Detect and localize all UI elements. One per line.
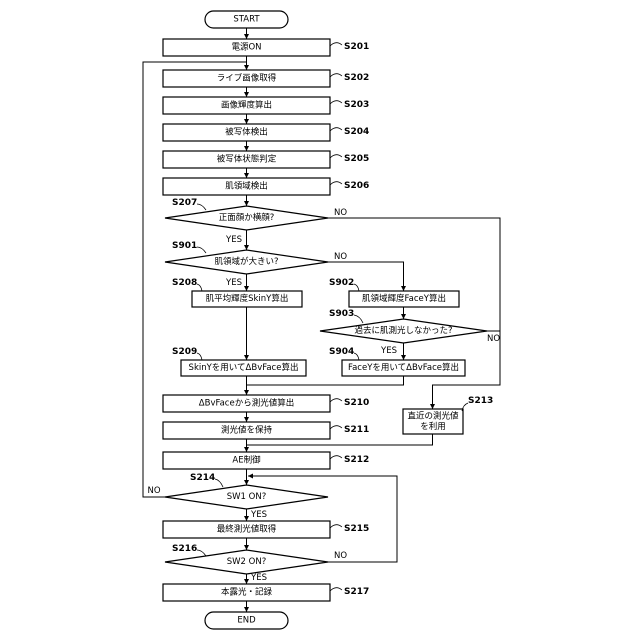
step-id: S213	[468, 396, 493, 406]
decision-label: 過去に肌測光しなかった?	[354, 325, 452, 336]
leader-line	[330, 182, 342, 185]
step-label: AE制御	[232, 455, 260, 466]
decision-id: S216	[172, 544, 197, 554]
decision-id: S207	[172, 198, 197, 208]
step-label: 被写体検出	[225, 127, 268, 138]
leader-line	[197, 550, 206, 556]
step-label: ΔBvFaceから測光値算出	[199, 398, 294, 409]
yes-label: YES	[250, 510, 267, 520]
leader-line	[197, 204, 206, 210]
step-s211: 測光値を保持 S211	[163, 422, 369, 439]
leader-line	[330, 588, 342, 591]
yes-label: YES	[225, 235, 242, 245]
no-label: NO	[334, 208, 347, 218]
leader-line	[354, 353, 359, 360]
leader-line	[330, 155, 342, 158]
step-id: S203	[344, 100, 369, 110]
leader-line	[354, 284, 359, 291]
leader-line	[197, 353, 202, 360]
leader-line	[330, 456, 342, 459]
leader-line	[197, 247, 206, 253]
step-s210: ΔBvFaceから測光値算出 S210	[163, 395, 369, 412]
connector-s904-merge	[247, 376, 404, 385]
step-id: S902	[329, 278, 354, 288]
step-s205: 被写体状態判定 S205	[163, 151, 369, 168]
step-s212: AE制御 S212	[163, 452, 369, 469]
step-label: 肌領域検出	[225, 181, 268, 192]
leader-line	[330, 128, 342, 131]
decision-label: SW2 ON?	[227, 557, 266, 567]
yes-label: YES	[250, 573, 267, 583]
end-label: END	[237, 616, 256, 626]
step-s202: ライブ画像取得 S202	[163, 70, 369, 87]
step-label-line-2: を利用	[420, 421, 446, 432]
yes-label: YES	[225, 278, 242, 288]
step-label-line-1: 直近の測光値	[407, 411, 459, 422]
start-terminal: START	[205, 11, 288, 28]
step-id: S201	[344, 42, 369, 52]
no-label: NO	[334, 551, 347, 561]
leader-line	[330, 426, 342, 429]
step-s213: 直近の測光値 を利用 S213	[403, 396, 493, 434]
step-s217: 本露光・記録 S217	[163, 584, 369, 601]
step-label: 被写体状態判定	[217, 154, 277, 165]
step-id: S206	[344, 181, 369, 191]
yes-label: YES	[380, 346, 397, 356]
step-label: 肌平均輝度SkinY算出	[206, 293, 289, 304]
leader-line	[197, 284, 202, 291]
step-s203: 画像輝度算出 S203	[163, 97, 369, 114]
leader-line	[330, 399, 342, 402]
step-label: 最終測光値取得	[217, 524, 277, 535]
decision-id: S901	[172, 241, 197, 251]
start-label: START	[233, 15, 260, 25]
decision-label: SW1 ON?	[227, 492, 266, 502]
step-s204: 被写体検出 S204	[163, 124, 369, 141]
step-id: S217	[344, 587, 369, 597]
leader-line	[215, 479, 223, 487]
decision-id: S214	[190, 473, 215, 483]
step-id: S210	[344, 398, 369, 408]
leader-line	[330, 43, 342, 46]
step-id: S205	[344, 154, 369, 164]
step-label: SkinYを用いてΔBvFace算出	[189, 362, 299, 373]
step-s209: SkinYを用いてΔBvFace算出 S209	[172, 347, 306, 376]
step-s902: 肌領域輝度FaceY算出 S902	[329, 278, 459, 307]
no-label: NO	[147, 486, 160, 496]
decision-s207: 正面顔か横顔? S207 NO YES	[165, 198, 347, 245]
leader-line	[330, 101, 342, 104]
step-id: S204	[344, 127, 369, 137]
step-id: S211	[344, 425, 369, 435]
step-label: 肌領域輝度FaceY算出	[362, 293, 446, 304]
decision-label: 肌領域が大きい?	[214, 256, 278, 267]
step-id: S202	[344, 73, 369, 83]
step-id: S904	[329, 347, 354, 357]
leader-line	[354, 315, 363, 323]
step-label: 本露光・記録	[221, 587, 273, 598]
decision-s216: SW2 ON? S216 NO YES	[165, 544, 347, 583]
decision-id: S903	[329, 309, 354, 319]
step-s215: 最終測光値取得 S215	[163, 521, 369, 538]
step-s206: 肌領域検出 S206	[163, 178, 369, 195]
step-label: 画像輝度算出	[221, 100, 272, 111]
end-terminal: END	[205, 612, 288, 629]
decision-s214: SW1 ON? S214 NO YES	[147, 473, 328, 520]
decision-label: 正面顔か横顔?	[219, 212, 275, 223]
step-id: S215	[344, 524, 369, 534]
step-label: ライブ画像取得	[217, 73, 277, 84]
step-id: S209	[172, 347, 197, 357]
step-label: 電源ON	[231, 43, 261, 53]
no-label: NO	[334, 252, 347, 262]
step-s201: 電源ON S201	[163, 39, 369, 56]
step-label: 測光値を保持	[221, 425, 273, 436]
step-id: S208	[172, 278, 197, 288]
step-label: FaceYを用いてΔBvFace算出	[348, 362, 459, 373]
step-id: S212	[344, 455, 369, 465]
no-label: NO	[487, 334, 500, 344]
step-s904: FaceYを用いてΔBvFace算出 S904	[329, 347, 465, 376]
leader-line	[330, 74, 342, 77]
leader-line	[330, 525, 342, 528]
